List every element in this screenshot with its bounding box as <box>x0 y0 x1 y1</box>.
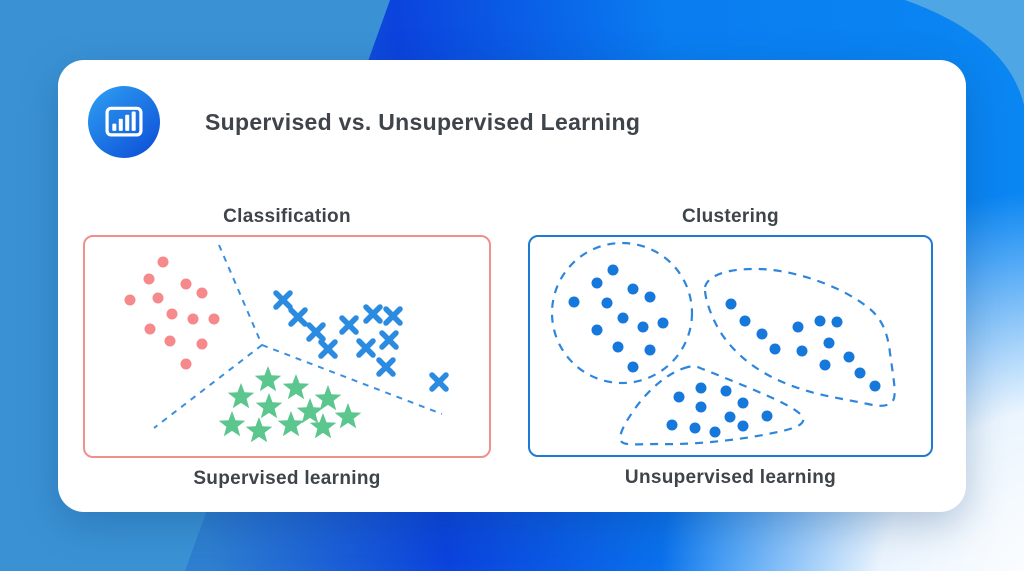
cluster-circle-dot <box>627 283 639 295</box>
class-a-dots <box>124 294 136 306</box>
cluster-blob-dot <box>737 397 749 409</box>
class-c-stars <box>254 366 282 392</box>
cluster-leaf-dot <box>725 298 737 310</box>
cluster-circle-outline <box>550 241 694 385</box>
class-c-stars <box>218 411 246 437</box>
cluster-leaf-outline <box>703 267 896 407</box>
cluster-leaf-dot <box>819 359 831 371</box>
class-a-dots <box>144 323 156 335</box>
cluster-blob-dot <box>709 426 721 438</box>
cluster-blob-dot <box>695 401 707 413</box>
cluster-leaf-dot <box>769 343 781 355</box>
cluster-circle-dot <box>644 344 656 356</box>
class-b-crosses <box>273 290 293 310</box>
class-b-crosses <box>383 306 403 326</box>
decision-boundary-line <box>218 244 263 346</box>
cluster-blob-dot <box>666 419 678 431</box>
class-a-dots <box>196 338 208 350</box>
clustering-title: Clustering <box>682 206 779 227</box>
classification-title: Classification <box>223 206 351 227</box>
class-c-stars <box>282 374 310 400</box>
class-c-stars <box>255 393 283 419</box>
cluster-circle-dot <box>568 296 580 308</box>
cluster-blob-dot <box>695 382 707 394</box>
classification-caption: Supervised learning <box>193 468 381 489</box>
class-b-crosses <box>429 372 449 392</box>
cluster-leaf-dot <box>739 315 751 327</box>
cluster-leaf-dot <box>814 315 826 327</box>
cluster-leaf-dot <box>869 380 881 392</box>
class-b-crosses <box>376 357 396 377</box>
classification-section: Classification Supervised learning <box>83 205 491 492</box>
cluster-blob-dot <box>737 420 749 432</box>
class-a-dots <box>196 287 208 299</box>
cluster-leaf-dot <box>831 316 843 328</box>
class-a-dots <box>157 256 169 268</box>
class-c-stars <box>277 411 305 437</box>
class-b-crosses <box>356 338 376 358</box>
cluster-circle-dot <box>627 361 639 373</box>
class-a-dots <box>208 313 220 325</box>
cluster-leaf-dot <box>756 328 768 340</box>
class-a-dots <box>187 313 199 325</box>
class-c-stars <box>309 413 337 439</box>
cluster-blob-dot <box>720 385 732 397</box>
cluster-circle-dot <box>607 264 619 276</box>
class-a-dots <box>143 273 155 285</box>
page-title: Supervised vs. Unsupervised Learning <box>205 108 641 135</box>
clustering-panel <box>528 235 933 457</box>
decision-boundary-line <box>153 344 263 429</box>
classification-plot <box>124 244 449 443</box>
class-c-stars <box>314 385 342 411</box>
clustering-caption: Unsupervised learning <box>624 467 837 488</box>
class-b-crosses <box>318 339 338 359</box>
cluster-leaf-dot <box>854 367 866 379</box>
cluster-blob-dot <box>724 411 736 423</box>
cluster-blob-outline <box>619 365 805 446</box>
cluster-blob-dot <box>761 410 773 422</box>
class-a-dots <box>180 278 192 290</box>
class-b-crosses <box>288 307 308 327</box>
cluster-blob-dot <box>673 391 685 403</box>
class-b-crosses <box>363 304 383 324</box>
cluster-blob-dot <box>689 422 701 434</box>
cluster-circle-dot <box>657 317 669 329</box>
class-b-crosses <box>379 330 399 350</box>
cluster-circle-dot <box>591 277 603 289</box>
class-c-stars <box>334 403 362 429</box>
cluster-circle-dot <box>644 291 656 303</box>
cluster-circle-dot <box>612 341 624 353</box>
class-b-crosses <box>339 315 359 335</box>
bar-chart-icon <box>88 86 160 158</box>
class-a-dots <box>166 308 178 320</box>
cluster-circle-dot <box>637 321 649 333</box>
classification-panel <box>83 235 491 458</box>
clustering-plot <box>550 241 896 446</box>
class-c-stars <box>296 398 324 424</box>
class-a-dots <box>164 335 176 347</box>
decision-boundary-line <box>261 344 443 415</box>
clustering-section: Clustering Unsupervised learning <box>528 205 933 491</box>
cluster-circle-dot <box>601 297 613 309</box>
cluster-leaf-dot <box>823 337 835 349</box>
class-c-stars <box>227 383 255 409</box>
cluster-leaf-dot <box>796 345 808 357</box>
cluster-circle-dot <box>617 312 629 324</box>
class-a-dots <box>180 358 192 370</box>
class-b-crosses <box>306 322 326 342</box>
cluster-leaf-dot <box>792 321 804 333</box>
cluster-circle-dot <box>591 324 603 336</box>
content-card: Supervised vs. Unsupervised Learning Cla… <box>58 60 966 512</box>
cluster-leaf-dot <box>843 351 855 363</box>
class-a-dots <box>152 292 164 304</box>
class-c-stars <box>245 417 273 443</box>
